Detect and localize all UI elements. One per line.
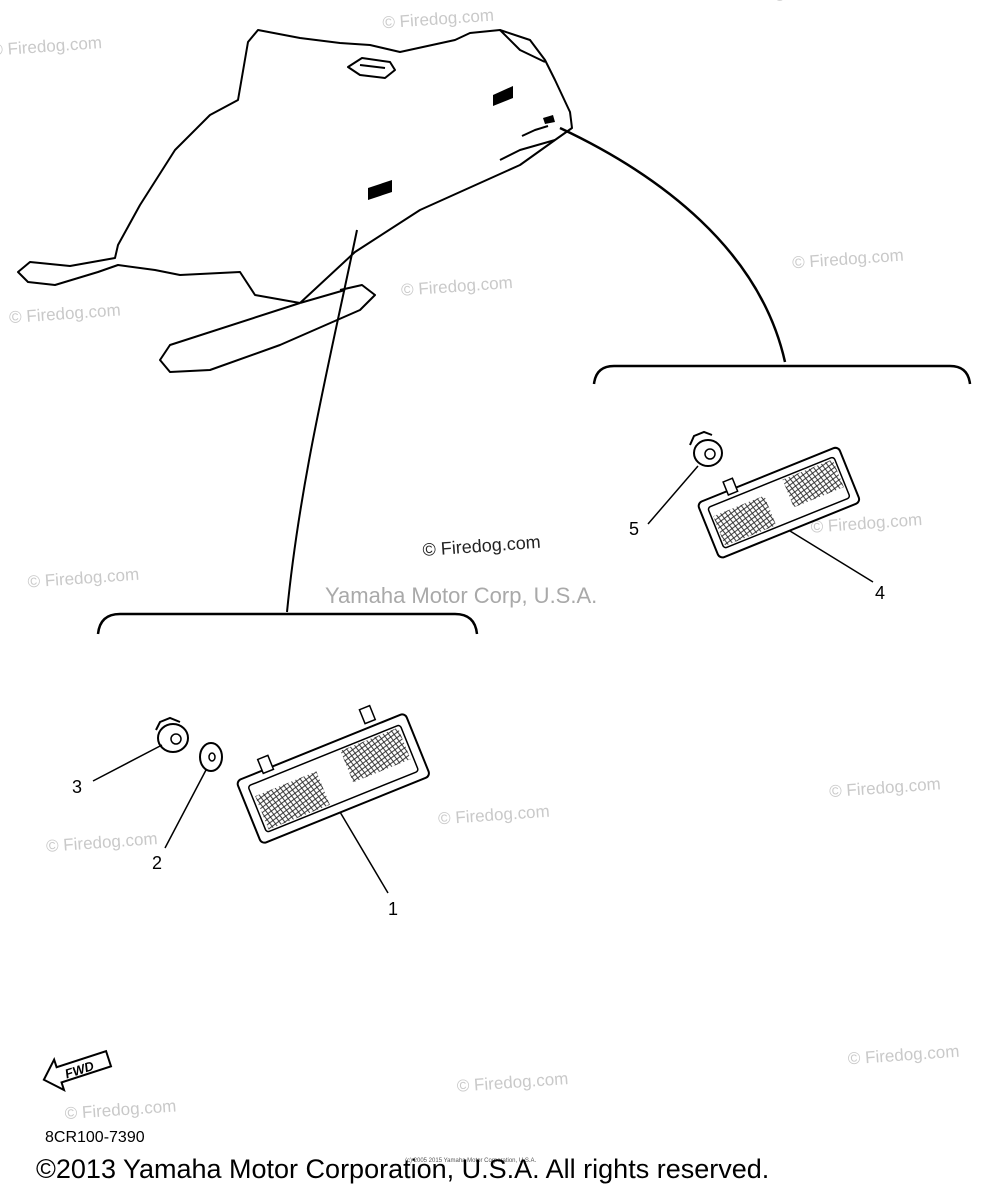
leader-line-rear [559, 126, 787, 363]
part-code: 8CR100-7390 [45, 1129, 145, 1146]
callout-5: 5 [629, 519, 639, 539]
group-bracket-rear [592, 364, 972, 385]
reflector-mark-rear-small [543, 115, 555, 124]
watermark: © Firedog.com [437, 802, 550, 829]
watermark: © Firedog.com [382, 6, 495, 33]
reflector-part-1 [236, 704, 430, 844]
watermark: © Firedog.com [792, 246, 905, 273]
callout-1: 1 [388, 899, 398, 919]
watermark: © Firedog.com [45, 829, 158, 856]
watermark: © Firedog.com [0, 33, 103, 60]
watermark: © Firedog.com [773, 0, 886, 5]
fwd-arrow-icon: FWD [42, 1049, 113, 1093]
copyright-notice: ©2013 Yamaha Motor Corporation, U.S.A. A… [36, 1154, 770, 1184]
group-bracket-side [96, 612, 479, 635]
washer-part-2 [199, 742, 223, 772]
nut-part-5 [689, 430, 723, 467]
callout-leaders [92, 465, 874, 894]
reflector-mark-side [368, 180, 392, 200]
leader-line-side [286, 229, 358, 613]
callout-3: 3 [72, 777, 82, 797]
watermark: © Firedog.com [27, 565, 140, 592]
watermark: © Firedog.com [847, 1042, 960, 1069]
yamaha-watermark: Yamaha Motor Corp, U.S.A. [325, 583, 597, 608]
watermark: © Firedog.com [8, 300, 121, 327]
watermark: © Firedog.com [401, 273, 514, 300]
watermark-center: © Firedog.com [422, 532, 541, 560]
snowmobile-outline [17, 29, 573, 373]
reflector-part-4 [697, 446, 861, 559]
callout-2: 2 [152, 853, 162, 873]
callout-4: 4 [875, 583, 885, 603]
watermark: © Firedog.com [829, 774, 942, 801]
watermark: © Firedog.com [456, 1069, 569, 1096]
fine-print: (c) 2005 2015 Yamaha Motor Corporation, … [405, 1158, 537, 1164]
nut-part-3 [155, 716, 189, 753]
reflector-mark-rear [493, 86, 513, 106]
fwd-label: FWD [63, 1058, 96, 1082]
watermark: © Firedog.com [64, 1096, 177, 1123]
